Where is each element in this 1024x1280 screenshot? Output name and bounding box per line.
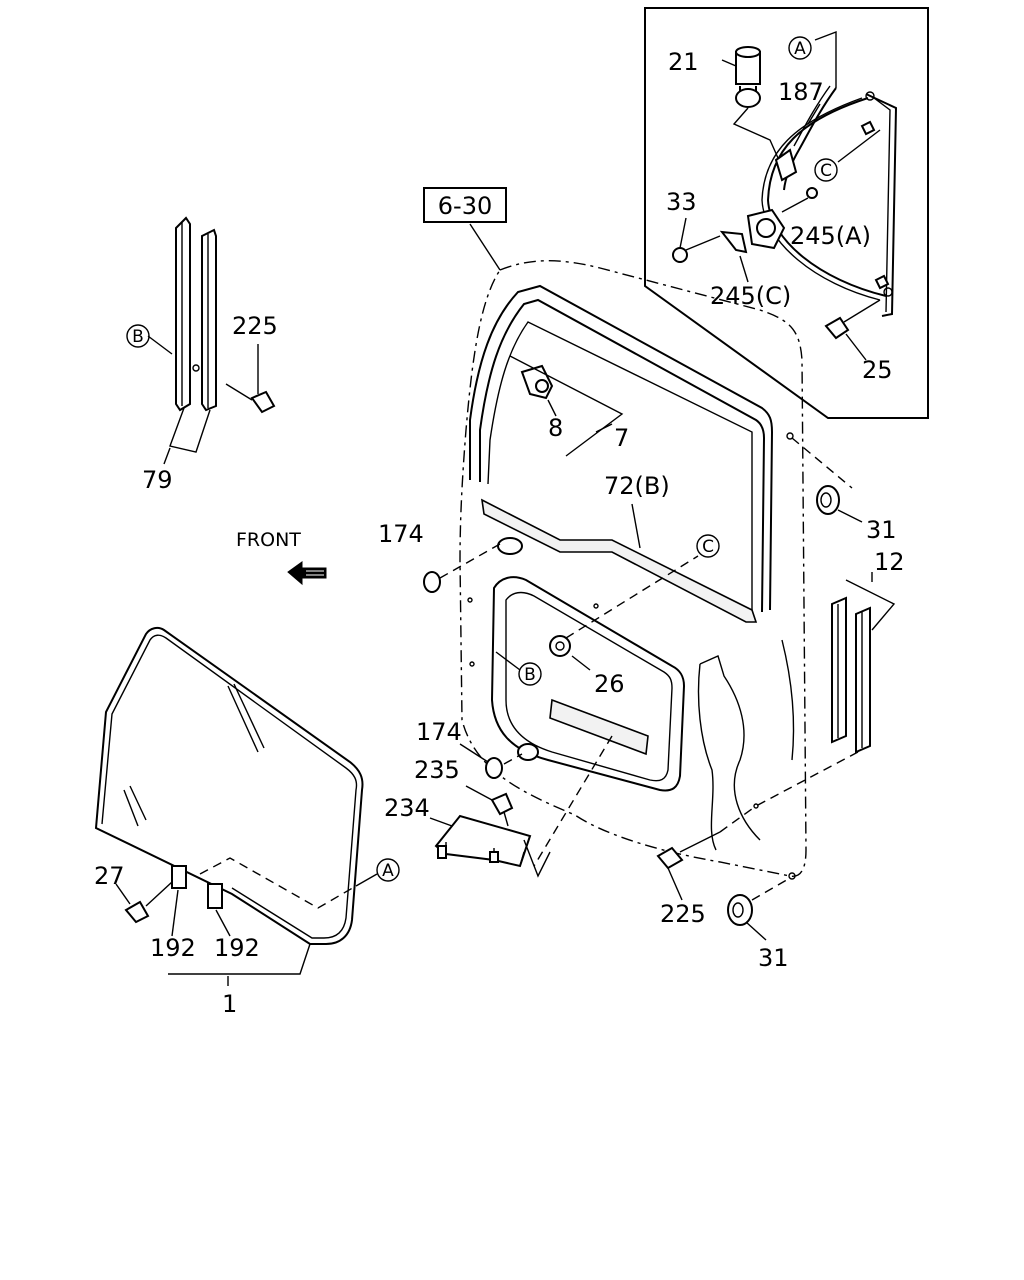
regulator-inset	[644, 7, 929, 419]
svg-text:A: A	[382, 861, 394, 881]
label-31-top: 31	[866, 516, 897, 544]
svg-text:C: C	[702, 537, 714, 557]
svg-text:B: B	[132, 327, 144, 347]
label-8: 8	[548, 414, 563, 442]
door-glass	[94, 626, 364, 945]
label-21: 21	[668, 48, 699, 76]
grommet-icon	[727, 894, 753, 926]
svg-text:A: A	[794, 39, 806, 59]
screw-icon	[672, 235, 721, 263]
bolt-icon	[824, 299, 881, 340]
label-25: 25	[862, 356, 893, 384]
callout-b-door: B	[518, 662, 542, 686]
label-72b: 72(B)	[604, 472, 670, 500]
motor-icon	[735, 46, 761, 108]
label-192-right: 192	[214, 934, 260, 962]
label-31-bottom: 31	[758, 944, 789, 972]
label-26: 26	[594, 670, 625, 698]
label-79: 79	[142, 466, 173, 494]
label-225-top: 225	[232, 312, 278, 340]
front-arrow-icon	[287, 561, 327, 586]
bolt-icon	[124, 881, 173, 924]
label-174-top: 174	[378, 520, 424, 548]
label-225-bottom: 225	[660, 900, 706, 928]
channel-icon	[831, 596, 871, 754]
bracket-icon	[434, 814, 532, 868]
label-12: 12	[874, 548, 905, 576]
label-27: 27	[94, 862, 125, 890]
label-7: 7	[614, 424, 629, 452]
label-174-bottom: 174	[416, 718, 462, 746]
label-1: 1	[222, 990, 237, 1018]
front-label: FRONT	[236, 529, 301, 551]
label-235: 235	[414, 756, 460, 784]
run-channel-icon	[175, 216, 217, 412]
label-187: 187	[778, 78, 824, 106]
label-192-left: 192	[150, 934, 196, 962]
label-245c: 245(C)	[710, 282, 791, 310]
clip-icon	[520, 364, 554, 400]
bolt-icon	[490, 792, 514, 827]
door-panel	[459, 260, 807, 880]
nut-icon	[549, 635, 571, 657]
callout-c-door: C	[696, 534, 720, 558]
ref-box: 6-30	[423, 187, 507, 271]
callout-a-glass: A	[376, 858, 400, 882]
label-245a: 245(A)	[790, 222, 871, 250]
regulator-base-icon	[746, 148, 798, 250]
callout-b-left: B	[126, 324, 150, 348]
svg-text:C: C	[820, 161, 832, 181]
bolt-icon	[656, 831, 721, 870]
callout-c-inset: C	[814, 158, 838, 182]
ref-box-label: 6-30	[438, 192, 492, 220]
grommet-icon	[816, 485, 840, 515]
label-234: 234	[384, 794, 430, 822]
label-33: 33	[666, 188, 697, 216]
glass-bracket-icon	[171, 865, 223, 909]
bolt-icon	[225, 383, 276, 414]
svg-text:B: B	[524, 665, 536, 685]
callout-a-inset: A	[788, 36, 812, 60]
